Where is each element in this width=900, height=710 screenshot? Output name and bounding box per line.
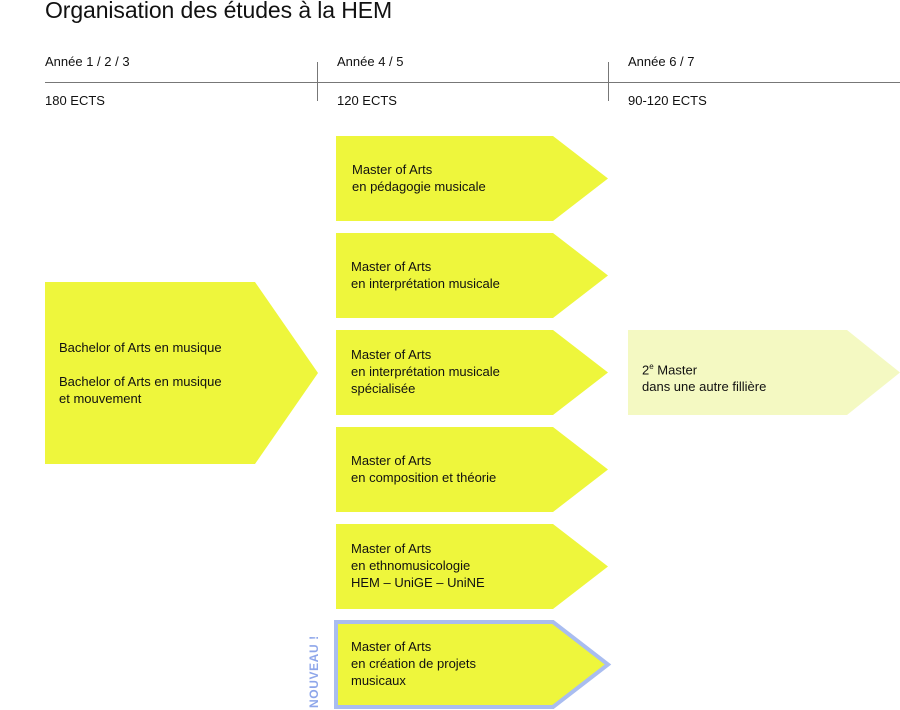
second-master-label: 2e Master dans une autre fillière [642,362,767,395]
column-separator-1 [317,62,318,101]
bachelor-arrow [45,282,318,464]
column-separator-2 [608,62,609,101]
bachelor-label: Bachelor of Arts en musique Bachelor of … [59,340,222,406]
ects-year-1-3: 180 ECTS [45,93,105,108]
page-title: Organisation des études à la HEM [45,0,393,23]
master-arrow-pedagogie [336,136,608,221]
master-creation-label: Master of Arts en création de projets mu… [351,639,477,688]
master-pedagogie-label: Master of Arts en pédagogie musicale [352,162,486,194]
master-interpretation-specialisee-label: Master of Arts en interprétation musical… [351,347,500,396]
master-arrow-ethnomusicologie [336,524,608,609]
ects-year-6-7: 90-120 ECTS [628,93,707,108]
header-divider [45,82,900,83]
second-master-arrow [628,330,900,415]
column-year-1-3: Année 1 / 2 / 3 [45,54,130,69]
ects-year-4-5: 120 ECTS [337,93,397,108]
column-year-4-5: Année 4 / 5 [337,54,404,69]
master-arrow-creation [334,620,612,709]
new-badge: NOUVEAU ! [307,635,321,708]
master-composition-label: Master of Arts en composition et théorie [351,453,497,485]
master-arrow-interpretation [336,233,608,318]
master-ethnomusicologie-label: Master of Arts en ethnomusicologie HEM –… [351,541,485,590]
master-arrow-composition [336,427,608,512]
master-arrow-interpretation-specialisee [336,330,608,415]
column-year-6-7: Année 6 / 7 [628,54,695,69]
master-interpretation-label: Master of Arts en interprétation musical… [351,259,500,291]
